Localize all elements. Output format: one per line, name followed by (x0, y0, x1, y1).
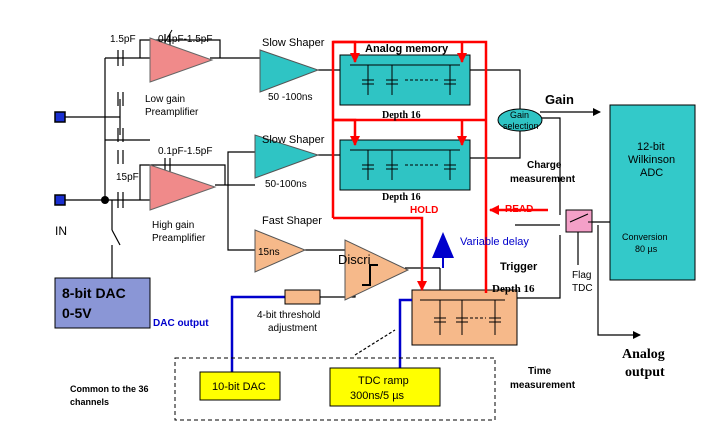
low-gain-label-2: Preamplifier (145, 107, 199, 118)
fast-shaper-label: Fast Shaper (262, 215, 322, 227)
conversion-2: 80 µs (635, 244, 658, 254)
tdc-ramp-block (329, 367, 441, 407)
common-box (174, 357, 496, 421)
time-measurement-1: Time (528, 366, 552, 377)
threshold-box (284, 289, 321, 305)
fast-shaper (254, 229, 307, 273)
input-junction (101, 196, 109, 204)
common-label-2: channels (70, 397, 109, 407)
charge-measurement-2: measurement (510, 174, 576, 185)
tdc-ramp-1: TDC ramp (358, 375, 409, 387)
slow-shaper-2-label: Slow Shaper (262, 134, 325, 146)
analog-output-2: output (625, 365, 665, 380)
slow-shaper-2 (254, 134, 320, 179)
discri-symbol (362, 264, 378, 286)
shaper-time-1: 50 -100ns (268, 92, 312, 103)
low-gain-label-1: Low gain (145, 94, 185, 105)
variable-delay-triangle (432, 232, 454, 258)
gain-selection-1: Gain (510, 110, 529, 120)
fast-time-label: 15ns (258, 247, 280, 258)
adc-label-2: Wilkinson (628, 154, 675, 166)
low-gain-preamp (149, 37, 214, 83)
in-label: IN (55, 224, 67, 238)
gain-selection (497, 108, 543, 132)
threshold-label-1: 4-bit threshold (257, 310, 320, 321)
dac8-block (54, 277, 151, 329)
dac8-label-1: 8-bit DAC (62, 285, 126, 301)
analog-output-1: Analog (622, 347, 665, 362)
input-terminal-top[interactable] (54, 111, 66, 123)
blue-lines (230, 295, 412, 375)
discri-label: Discri (338, 252, 371, 267)
common-label-1: Common to the 36 (70, 384, 149, 394)
high-gain-label-2: Preamplifier (152, 233, 206, 244)
high-gain-preamp (149, 164, 217, 211)
depth-2-label: Depth 16 (382, 192, 421, 203)
adc-label-1: 12-bit (637, 141, 665, 153)
flag-tdc-2: TDC (572, 283, 593, 294)
adc-block (609, 104, 696, 281)
signal-wires (60, 39, 641, 356)
trigger-label: Trigger (500, 261, 538, 273)
shaper-time-2: 50-100ns (265, 179, 307, 190)
tdc-ramp-2: 300ns/5 µs (350, 390, 405, 402)
conversion-1: Conversion (622, 232, 668, 242)
hold-label: HOLD (410, 205, 438, 216)
dac-output-label: DAC output (153, 318, 209, 329)
time-measurement-2: measurement (510, 380, 576, 391)
gain-selection-2: selection (503, 121, 539, 131)
variable-delay-label: Variable delay (460, 236, 529, 248)
read-label: READ (505, 204, 533, 215)
hold-read-lines (331, 40, 548, 293)
analog-memory-label: Analog memory (365, 43, 449, 55)
depth-3-label: Depth 16 (492, 283, 535, 295)
dac10-label: 10-bit DAC (212, 381, 266, 393)
depth-1-label: Depth 16 (382, 110, 421, 121)
dac8-label-2: 0-5V (62, 305, 92, 321)
dac10-block (199, 371, 281, 401)
cap-var-2-label: 0.1pF-1.5pF (158, 146, 212, 157)
adc-label-3: ADC (640, 167, 663, 179)
gain-label: Gain (545, 92, 574, 107)
cap-15pf-label: 1.5pF (110, 34, 136, 45)
switch-symbol (569, 213, 594, 223)
memory-cells (350, 64, 505, 335)
flag-tdc-1: Flag (572, 270, 591, 281)
cap-var-label: 0.1pF-1.5pF (158, 34, 212, 45)
dac8-switch (111, 229, 121, 246)
discriminator (344, 239, 410, 301)
input-terminal-bottom[interactable] (54, 194, 66, 206)
slow-shaper-1-label: Slow Shaper (262, 37, 325, 49)
high-gain-label-1: High gain (152, 220, 194, 231)
threshold-label-2: adjustment (268, 323, 317, 334)
charge-measurement-1: Charge (527, 160, 562, 171)
output-switch[interactable] (565, 209, 593, 233)
slow-shaper-1 (259, 49, 320, 93)
capacitors (117, 29, 173, 208)
cap-15pf-2-label: 15pF (116, 172, 139, 183)
